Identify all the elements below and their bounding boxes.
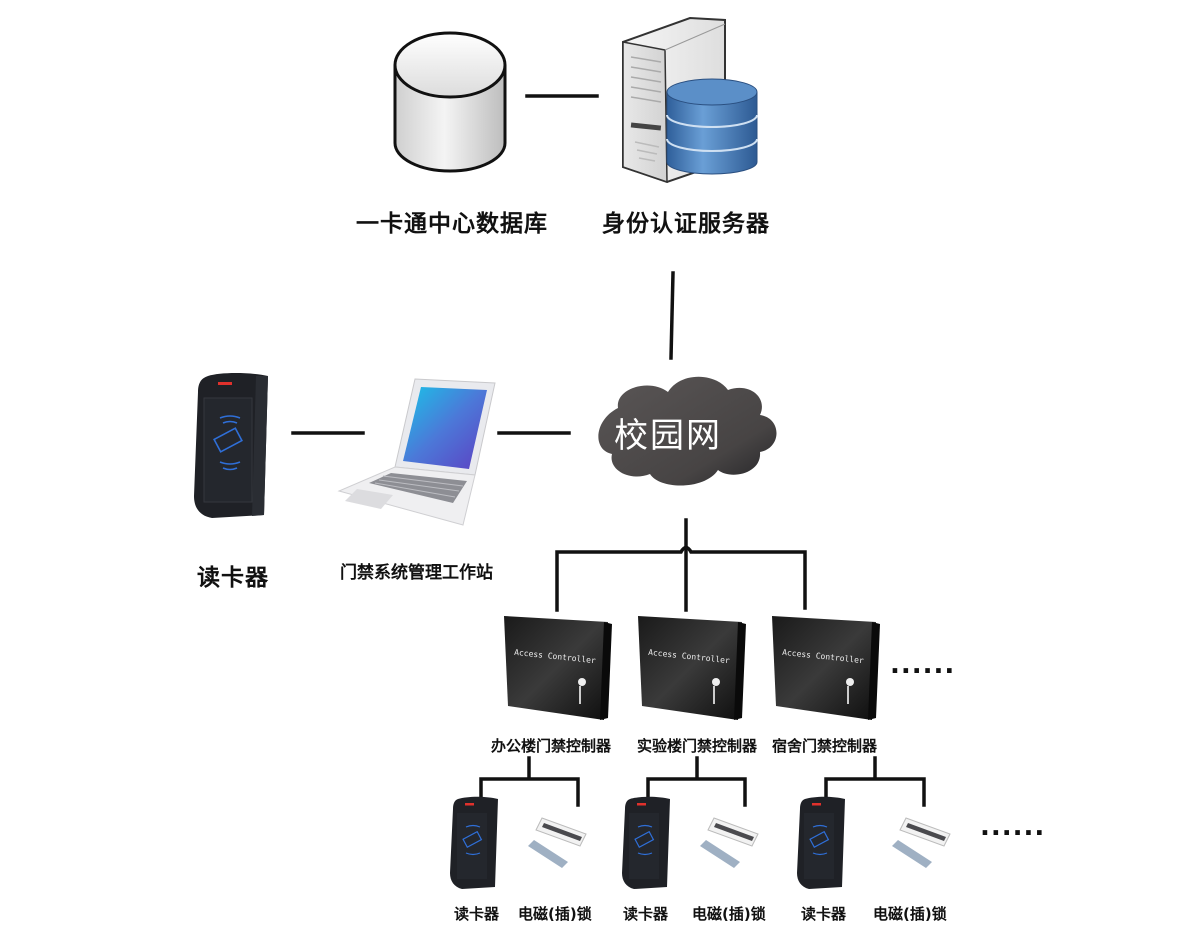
workstation xyxy=(335,375,500,535)
controllers-more: ...... xyxy=(890,650,956,680)
controller-office: Access Controller xyxy=(500,612,615,722)
access-controller-icon xyxy=(638,616,746,720)
endpoint-lock-label: 电磁(插)锁 xyxy=(518,905,592,923)
campus-network: 校园网 xyxy=(590,370,780,492)
endpoint-reader-label: 读卡器 xyxy=(454,905,500,923)
card-reader-main-label: 读卡器 xyxy=(197,565,269,591)
wire-ctrl1-branch xyxy=(479,756,580,808)
server-database-icon xyxy=(622,16,758,184)
controller-lab: Access Controller xyxy=(634,612,749,722)
endpoint-reader xyxy=(795,795,847,890)
laptop-icon xyxy=(337,378,496,526)
wire-ctrl2-branch xyxy=(646,756,747,808)
workstation-label: 门禁系统管理工作站 xyxy=(340,563,493,583)
endpoint-lock-label: 电磁(插)锁 xyxy=(692,905,766,923)
endpoint-reader xyxy=(448,795,500,890)
magnetic-lock-icon xyxy=(892,817,951,868)
card-reader-icon xyxy=(797,796,845,889)
controller-office-label: 办公楼门禁控制器 xyxy=(491,737,612,755)
access-controller-icon xyxy=(772,616,880,720)
endpoint-reader-label: 读卡器 xyxy=(801,905,847,923)
controller-lab-label: 实验楼门禁控制器 xyxy=(637,737,758,755)
endpoint-lock-label: 电磁(插)锁 xyxy=(873,905,947,923)
auth-server xyxy=(615,12,765,187)
access-controller-icon xyxy=(504,616,612,720)
magnetic-lock-icon xyxy=(700,817,759,868)
central-database xyxy=(392,25,510,175)
magnetic-lock-icon xyxy=(528,817,587,868)
campus-network-label: 校园网 xyxy=(614,416,722,456)
endpoints-more: ...... xyxy=(980,812,1046,842)
endpoint-reader-label: 读卡器 xyxy=(623,905,669,923)
wire-controller-bus xyxy=(555,545,807,612)
cloud-icon xyxy=(598,376,777,486)
endpoint-reader xyxy=(620,795,672,890)
card-reader-icon xyxy=(450,796,498,889)
endpoint-lock xyxy=(892,812,954,870)
endpoint-lock xyxy=(528,812,590,870)
controller-dorm: Access Controller xyxy=(768,612,883,722)
card-reader-main xyxy=(190,370,272,520)
central-database-label: 一卡通中心数据库 xyxy=(356,211,548,237)
wire-server-cloud xyxy=(669,271,675,360)
card-reader-icon xyxy=(622,796,670,889)
endpoint-lock xyxy=(700,812,762,870)
card-reader-icon xyxy=(194,373,268,518)
wire-ctrl3-branch xyxy=(824,756,926,808)
database-cylinder-icon xyxy=(393,31,507,173)
controller-dorm-label: 宿舍门禁控制器 xyxy=(772,737,878,755)
auth-server-label: 身份认证服务器 xyxy=(602,211,770,237)
